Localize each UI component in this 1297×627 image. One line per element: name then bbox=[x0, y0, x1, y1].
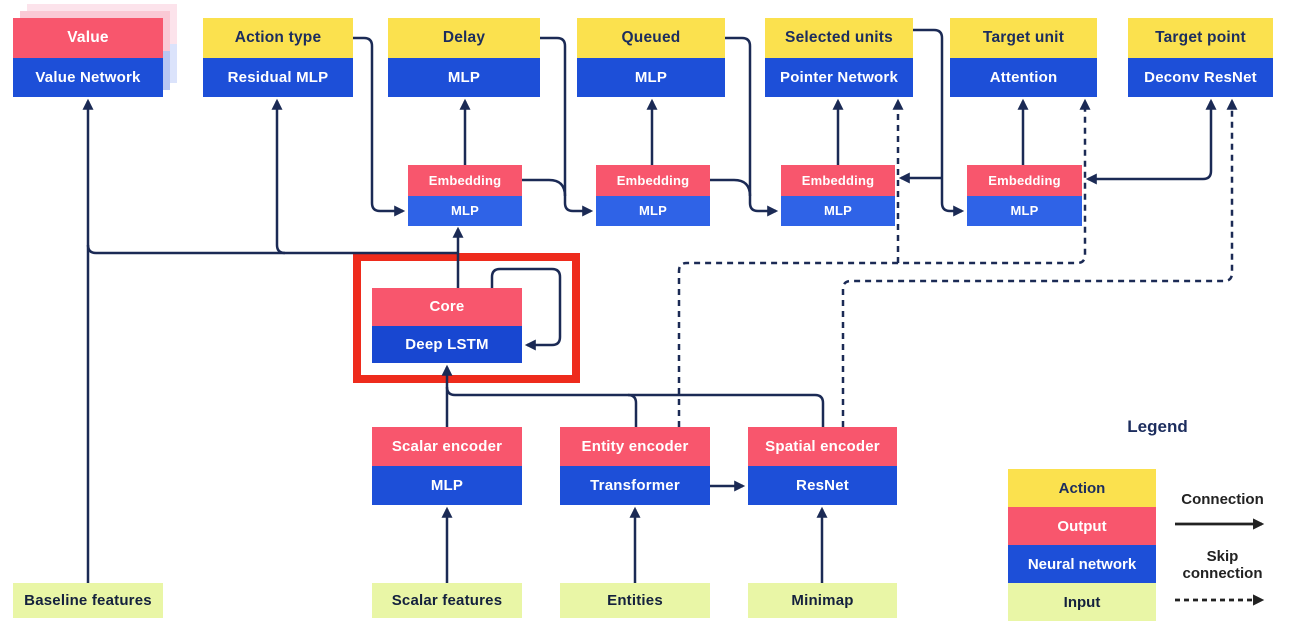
node-bottom-label: ResNet bbox=[748, 466, 897, 505]
input-label: Scalar features bbox=[372, 583, 522, 618]
node-top-label: Value bbox=[13, 18, 163, 58]
highlight-box bbox=[353, 253, 580, 383]
input-label: Baseline features bbox=[13, 583, 163, 618]
legend-row-input: Input bbox=[1008, 583, 1156, 621]
node-bottom-label: MLP bbox=[596, 196, 710, 226]
node-top-label: Embedding bbox=[596, 165, 710, 196]
input-entities: Entities bbox=[560, 583, 710, 618]
node-bottom-label: Deep LSTM bbox=[372, 326, 522, 363]
node-bottom-label: MLP bbox=[967, 196, 1082, 226]
node-top-label: Queued bbox=[577, 18, 725, 58]
node-embedding-2: Embedding MLP bbox=[596, 165, 710, 226]
node-delay: Delay MLP bbox=[388, 18, 540, 97]
input-minimap: Minimap bbox=[748, 583, 897, 618]
edge-spatial-encoder-to-core bbox=[445, 386, 825, 427]
node-top-label: Entity encoder bbox=[560, 427, 710, 466]
node-top-label: Target unit bbox=[950, 18, 1097, 58]
node-target-point: Target point Deconv ResNet bbox=[1128, 18, 1273, 97]
node-top-label: Target point bbox=[1128, 18, 1273, 58]
node-selected-units: Selected units Pointer Network bbox=[765, 18, 913, 97]
edge-selectedunits-down bbox=[913, 28, 944, 178]
edge-core-fanout-left bbox=[86, 244, 458, 255]
node-bottom-label: MLP bbox=[577, 58, 725, 97]
input-scalar-features: Scalar features bbox=[372, 583, 522, 618]
edge-embedding2-out bbox=[710, 178, 752, 197]
node-scalar-encoder: Scalar encoder MLP bbox=[372, 427, 522, 505]
legend-row-output: Output bbox=[1008, 507, 1156, 545]
node-top-label: Selected units bbox=[765, 18, 913, 58]
node-bottom-label: MLP bbox=[388, 58, 540, 97]
input-label: Minimap bbox=[748, 583, 897, 618]
edge-entity-encoder-to-core bbox=[627, 393, 638, 427]
node-bottom-label: Deconv ResNet bbox=[1128, 58, 1273, 97]
node-value: Value Value Network bbox=[13, 4, 177, 97]
input-baseline-features: Baseline features bbox=[13, 583, 163, 618]
node-top-label: Embedding bbox=[967, 165, 1082, 196]
node-entity-encoder: Entity encoder Transformer bbox=[560, 427, 710, 505]
node-action-type: Action type Residual MLP bbox=[203, 18, 353, 97]
edge-embedding4-to-deconv bbox=[1085, 98, 1217, 185]
node-top-label: Scalar encoder bbox=[372, 427, 522, 466]
node-embedding-3: Embedding MLP bbox=[781, 165, 895, 226]
edge-core-to-residual-mlp bbox=[271, 98, 286, 255]
legend-row-action: Action bbox=[1008, 469, 1156, 507]
node-top-label: Embedding bbox=[781, 165, 895, 196]
node-bottom-label: Pointer Network bbox=[765, 58, 913, 97]
node-target-unit: Target unit Attention bbox=[950, 18, 1097, 97]
node-bottom-label: Transformer bbox=[560, 466, 710, 505]
node-bottom-label: MLP bbox=[372, 466, 522, 505]
legend-connection-label: Connection bbox=[1181, 491, 1264, 508]
node-top-label: Spatial encoder bbox=[748, 427, 897, 466]
node-spatial-encoder: Spatial encoder ResNet bbox=[748, 427, 897, 505]
node-queued: Queued MLP bbox=[577, 18, 725, 97]
node-embedding-1: Embedding MLP bbox=[408, 165, 522, 226]
skip-spatial-to-deconv bbox=[841, 98, 1238, 427]
node-top-label: Delay bbox=[388, 18, 540, 58]
legend-skip-connection-label: Skip connection bbox=[1182, 548, 1263, 582]
node-bottom-label: Residual MLP bbox=[203, 58, 353, 97]
edge-selectedunits-to-embedding4 bbox=[940, 178, 965, 217]
edge-embedding1-out bbox=[522, 178, 567, 197]
node-bottom-label: MLP bbox=[408, 196, 522, 226]
node-bottom-label: Attention bbox=[950, 58, 1097, 97]
node-top-label: Core bbox=[372, 288, 522, 326]
node-core: Core Deep LSTM bbox=[372, 288, 522, 363]
node-embedding-4: Embedding MLP bbox=[967, 165, 1082, 226]
node-bottom-label: Value Network bbox=[13, 58, 163, 97]
legend-title: Legend bbox=[1127, 417, 1188, 436]
node-top-label: Embedding bbox=[408, 165, 522, 196]
input-label: Entities bbox=[560, 583, 710, 618]
legend-row-network: Neural network bbox=[1008, 545, 1156, 583]
node-bottom-label: MLP bbox=[781, 196, 895, 226]
skip-entity-to-attention bbox=[677, 98, 1091, 427]
node-top-label: Action type bbox=[203, 18, 353, 58]
